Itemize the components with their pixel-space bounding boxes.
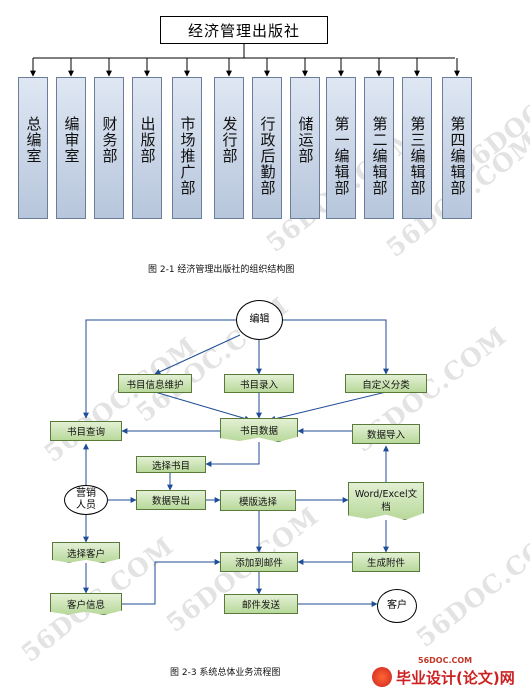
node-import: 数据导入 [352,424,420,444]
department-box: 行政后勤部 [252,77,282,219]
node-maintain: 书目信息维护 [118,374,192,393]
node-gen-attach: 生成附件 [352,552,420,572]
department-box: 储运部 [290,77,320,219]
node-select-book: 选择书目 [136,456,206,473]
footer-site: 56DOC.COM [418,656,473,665]
department-box: 市场推广部 [172,77,202,219]
department-label: 第三编辑部 [408,116,427,196]
node-entry: 书目录入 [224,374,294,393]
node-add-mail: 添加到邮件 [220,552,298,572]
department-label: 市场推广部 [178,116,197,196]
org-connectors [30,44,460,77]
department-box: 发行部 [214,77,244,219]
flow-chart-caption: 图 2-3 系统总体业务流程图 [170,668,281,678]
department-label: 总编室 [24,116,43,164]
node-sales-line1: 营销 [76,488,96,499]
department-label: 编审室 [62,116,81,164]
node-template: 模版选择 [220,490,296,511]
node-word-line1: Word/Excel文 [354,489,418,500]
org-chart-caption: 图 2-1 经济管理出版社的组织结构图 [148,265,295,275]
node-word-excel: Word/Excel文 档 [348,482,424,520]
department-box: 总编室 [18,77,48,219]
node-sales-line2: 人员 [76,500,96,511]
footer-logo: 毕业设计(论文)网 [372,666,524,688]
node-select-client: 选择客户 [52,542,120,563]
department-label: 第二编辑部 [370,116,389,196]
department-box: 第四编辑部 [442,77,472,219]
org-arrows [30,58,460,77]
department-box: 财务部 [94,77,124,219]
node-client: 客户 [377,589,417,623]
department-label: 行政后勤部 [258,116,277,196]
node-custom-class: 自定义分类 [345,374,427,393]
department-label: 储运部 [296,116,315,164]
org-root-box: 经济管理出版社 [160,16,328,44]
node-query: 书目查询 [50,421,122,441]
department-box: 第一编辑部 [326,77,356,219]
department-box: 第二编辑部 [364,77,394,219]
department-label: 财务部 [100,116,119,164]
department-box: 编审室 [56,77,86,219]
node-sales: 营销 人员 [64,485,108,515]
brand-mark-icon [372,667,392,687]
department-label: 第一编辑部 [332,116,351,196]
footer-brand: 毕业设计(论文)网 [396,668,515,687]
department-label: 发行部 [220,116,239,164]
department-box: 出版部 [132,77,162,219]
node-send-mail: 邮件发送 [224,594,298,614]
node-word-line2: 档 [381,502,391,513]
department-label: 出版部 [138,116,157,164]
node-editor: 编辑 [236,300,283,340]
department-box: 第三编辑部 [402,77,432,219]
node-export: 数据导出 [136,490,206,510]
department-label: 第四编辑部 [448,116,467,196]
